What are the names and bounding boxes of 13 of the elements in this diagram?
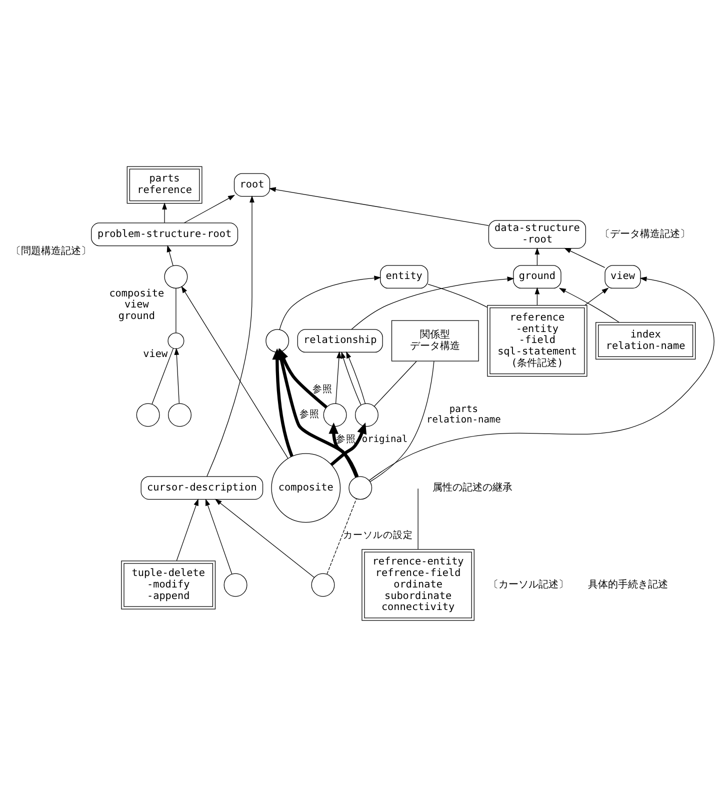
label: 〔データ構造記述〕 [600, 228, 690, 240]
label: 〔カーソル記述〕 [488, 578, 568, 590]
edge-label: カーソルの設定 [343, 530, 414, 541]
edge-label: 参照 [312, 384, 333, 395]
node-label: 〔問題構造記述〕 [11, 245, 92, 256]
edge-label: parts relation-name [426, 403, 501, 426]
node-label: composite view ground [109, 288, 164, 322]
edge-label: original [362, 434, 408, 445]
node-label: view [143, 348, 168, 360]
edge-label: 参照 [299, 408, 320, 420]
edge-label: 参照 [336, 434, 356, 445]
label: 属性の記述の継承 [432, 482, 513, 493]
label: 具体的手続き記述 [588, 578, 668, 590]
